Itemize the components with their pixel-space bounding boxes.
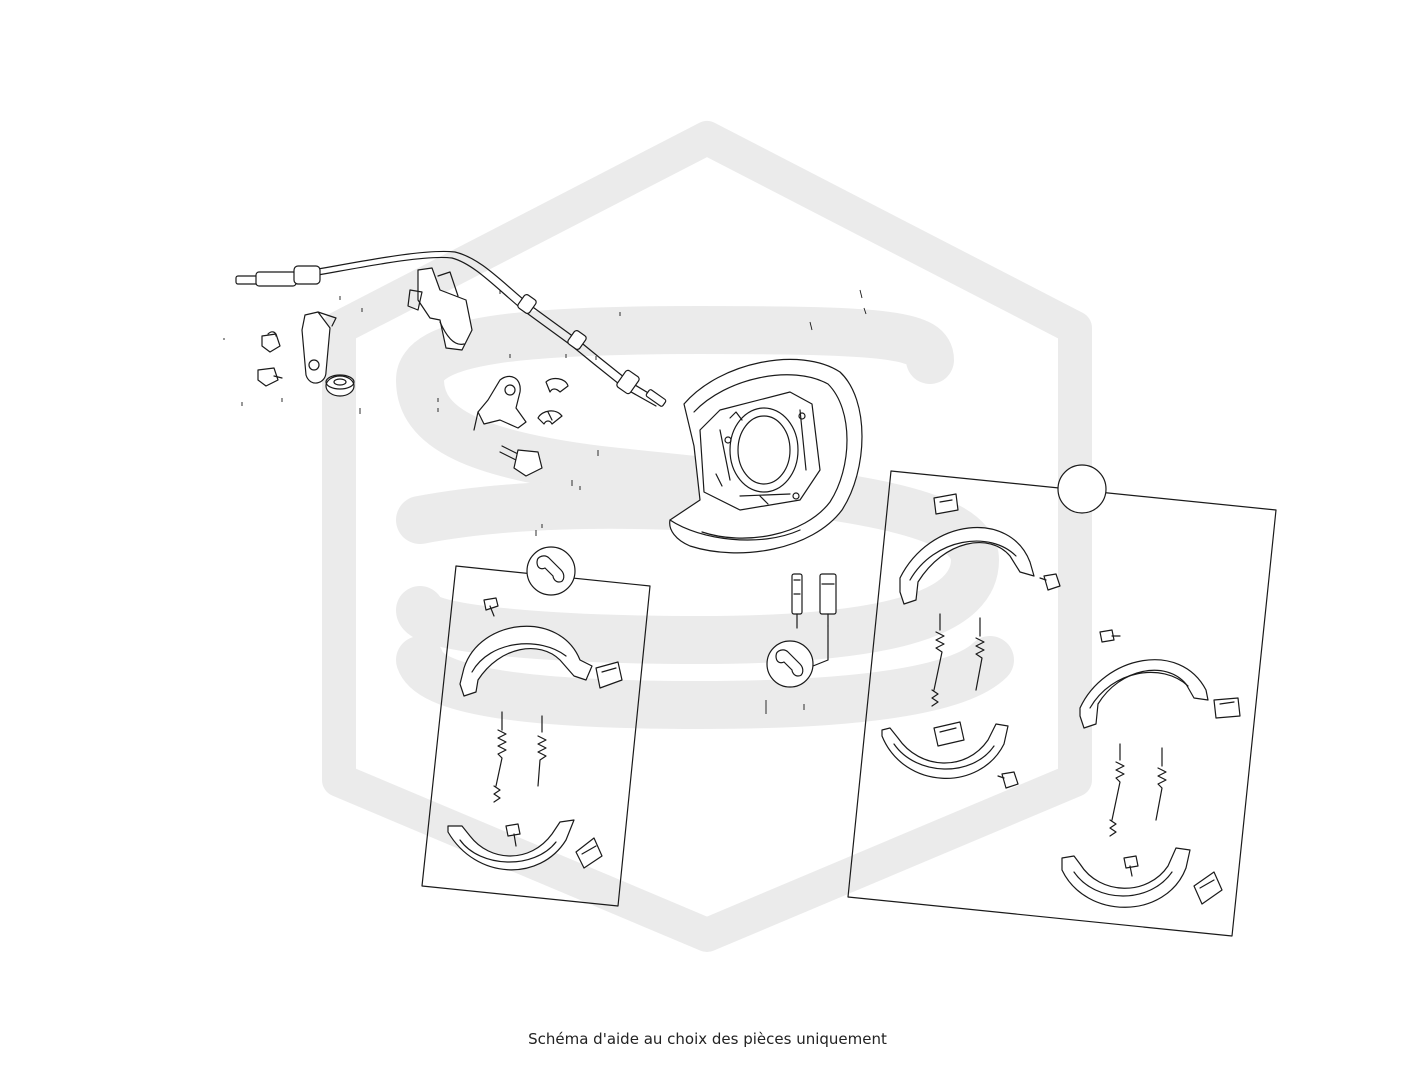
left-brake-shoe-kit xyxy=(421,565,651,907)
cable-clip-lower xyxy=(257,367,283,387)
brake-adjuster-kit xyxy=(791,573,837,669)
c-clip-lower xyxy=(537,410,563,425)
mounting-bolt xyxy=(499,445,543,477)
kit-badge-center xyxy=(766,640,814,688)
mounting-bracket xyxy=(473,375,527,431)
kit-badge-right xyxy=(1057,464,1107,514)
cable-clip-upper xyxy=(261,331,281,353)
parking-brake-cable xyxy=(235,250,667,407)
reference-ticks xyxy=(223,289,867,714)
kit-badge-left xyxy=(526,546,576,596)
watermark-logo xyxy=(322,121,1092,952)
diagram-caption: Schéma d'aide au choix des pièces unique… xyxy=(528,1030,887,1048)
grommet xyxy=(325,374,355,397)
brake-backing-plate xyxy=(669,358,863,554)
cable-guide-bracket xyxy=(407,267,473,351)
c-clip-upper xyxy=(545,377,569,393)
cable-bracket xyxy=(301,311,337,384)
right-brake-shoe-kit xyxy=(847,470,1277,937)
